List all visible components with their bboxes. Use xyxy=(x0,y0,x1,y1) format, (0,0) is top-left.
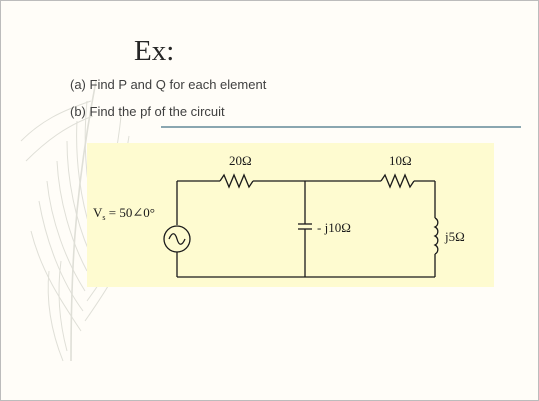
slide-title: Ex: xyxy=(134,35,175,67)
source-label: Vs = 50∠0° xyxy=(93,205,155,222)
r1-label: 20Ω xyxy=(229,153,252,168)
r2-label: 10Ω xyxy=(389,153,412,168)
question-a: (a) Find P and Q for each element xyxy=(70,77,267,92)
divider-rule xyxy=(161,126,521,128)
capacitor-label: - j10Ω xyxy=(317,220,351,235)
question-b: (b) Find the pf of the circuit xyxy=(70,104,225,119)
inductor-coil xyxy=(433,217,439,255)
sine-icon xyxy=(168,233,186,245)
inductor-label: j5Ω xyxy=(444,229,465,244)
resistor-10-ohm xyxy=(380,173,415,189)
circuit-diagram: 20Ω 10Ω - j10Ω j5Ω Vs = 50∠0° xyxy=(87,143,494,287)
resistor-20-ohm xyxy=(219,173,254,189)
